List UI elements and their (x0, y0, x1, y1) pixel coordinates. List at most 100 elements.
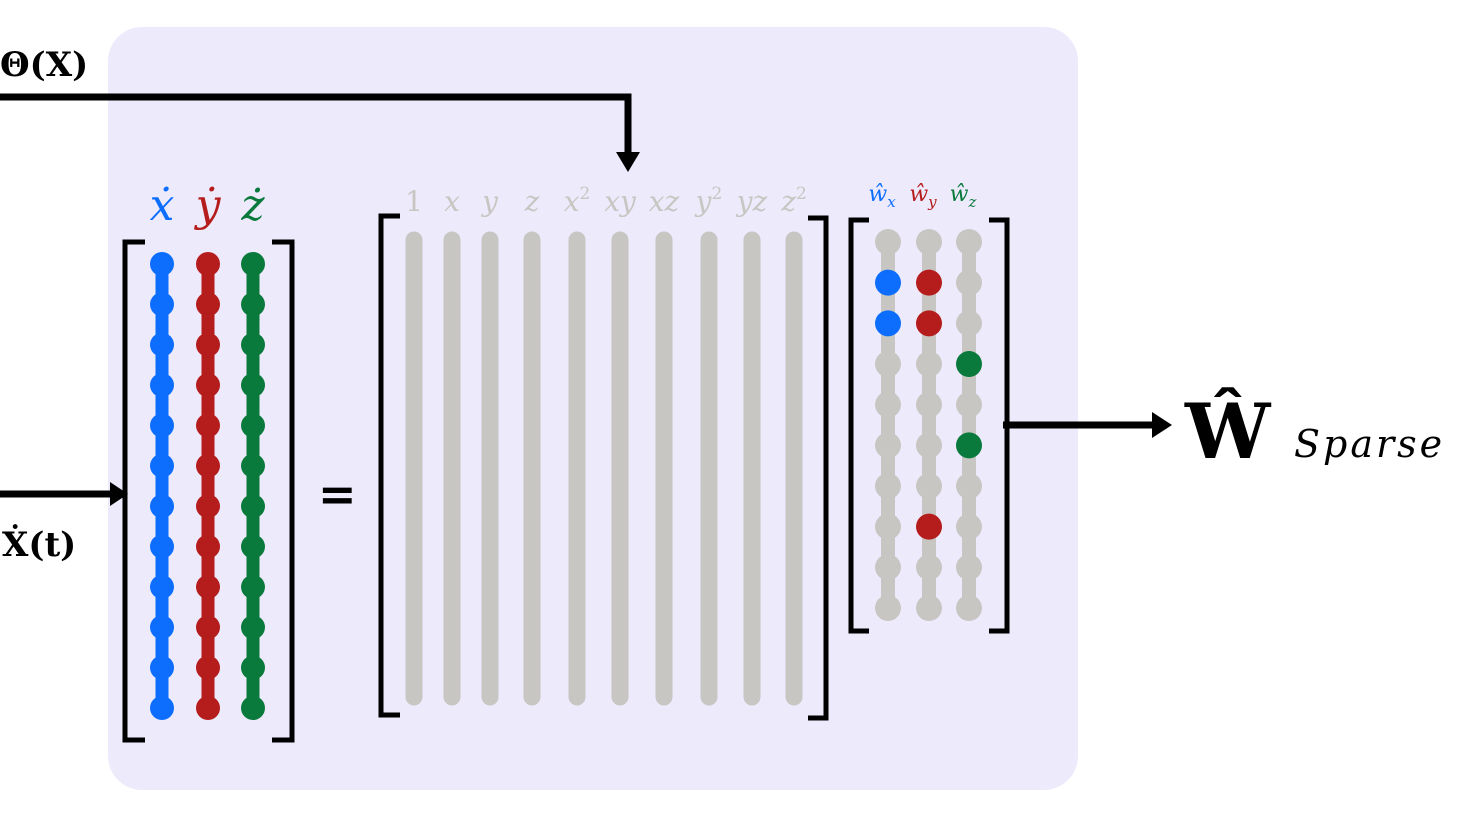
coef-zero-dot (875, 513, 901, 540)
lhs-dot (150, 252, 174, 276)
coef-zero-dot (916, 391, 942, 418)
lhs-dot (150, 534, 174, 559)
coef-zero-dot (916, 554, 942, 581)
xdot-label: Ẋ(t) (2, 524, 76, 565)
lhs-dot (196, 574, 220, 599)
coef-zero-dot (875, 351, 901, 377)
coef-zero-dot (875, 229, 901, 255)
theta-arrow-head (616, 152, 640, 172)
coef-active-dot (916, 513, 942, 540)
lhs-dot (150, 332, 174, 357)
coef-zero-dot (875, 595, 901, 621)
library-term-0: 1 (405, 185, 423, 218)
coef-zero-dot (916, 229, 942, 255)
lhs-dot (196, 413, 220, 438)
coef-header-2: ŵz (950, 182, 977, 211)
lhs-dot (241, 534, 265, 559)
coef-zero-dot (875, 391, 901, 418)
lhs-dot (241, 494, 265, 519)
lhs-header-1: ẏ (194, 180, 222, 231)
lhs-dot (196, 534, 220, 559)
coef-zero-dot (956, 229, 982, 255)
lhs-dot (241, 332, 265, 357)
lhs-left-bracket (122, 239, 145, 743)
coef-zero-dot (916, 432, 942, 459)
background-panel (108, 27, 1078, 790)
coef-zero-dot (875, 554, 901, 581)
library-term-2: y (480, 185, 499, 218)
lhs-header-0: ẋ (150, 180, 175, 231)
coef-zero-dot (916, 595, 942, 621)
lhs-dot (241, 373, 265, 398)
coef-active-dot (956, 351, 982, 377)
coef-left-bracket (848, 217, 869, 634)
lhs-dot (150, 574, 174, 599)
coef-header-1: ŵy (909, 182, 937, 211)
lhs-dot (150, 292, 174, 317)
output-arrow-head (1152, 412, 1172, 438)
library-columns (405, 231, 803, 706)
lhs-dot (196, 696, 220, 720)
library-term-7: y2 (694, 184, 723, 218)
lhs-dot (241, 453, 265, 478)
coef-zero-dot (916, 351, 942, 377)
coef-zero-dot (956, 269, 982, 296)
coef-active-dot (916, 269, 942, 296)
coef-active-dot (956, 432, 982, 459)
library-term-6: xz (649, 185, 680, 218)
library-term-9: z2 (780, 184, 807, 218)
coef-zero-dot (956, 513, 982, 540)
coef-active-dot (916, 310, 942, 337)
theta-label: Θ(X) (0, 45, 88, 85)
lhs-dot (150, 615, 174, 640)
coef-zero-dot (956, 595, 982, 621)
coef-columns (875, 229, 982, 621)
lhs-dot (150, 373, 174, 398)
coef-zero-dot (956, 473, 982, 499)
lhs-columns (150, 252, 265, 720)
equals-sign: = (318, 467, 357, 521)
lhs-dot (150, 494, 174, 519)
library-right-bracket (808, 215, 829, 721)
lhs-dot (196, 252, 220, 276)
lhs-dot (241, 413, 265, 438)
lhs-dot (241, 292, 265, 317)
coef-zero-dot (875, 473, 901, 499)
lhs-dot (241, 696, 265, 720)
library-term-8: yz (735, 185, 768, 218)
coef-zero-dot (956, 310, 982, 337)
lhs-dot (150, 413, 174, 438)
lhs-dot (241, 655, 265, 680)
theta-arrow-line (0, 93, 632, 158)
lhs-dot (196, 292, 220, 317)
w-sparse-subscript: Sparse (1294, 422, 1445, 466)
lhs-dot (150, 655, 174, 680)
lhs-dot (196, 615, 220, 640)
xdot-arrow-head (110, 482, 128, 506)
lhs-dot (241, 252, 265, 276)
lhs-dot (196, 655, 220, 680)
lhs-dot (150, 696, 174, 720)
library-left-bracket (378, 213, 400, 718)
library-term-4: x2 (564, 184, 591, 218)
lhs-dot (241, 574, 265, 599)
lhs-dot (196, 453, 220, 478)
lhs-dot (241, 615, 265, 640)
coef-zero-dot (956, 554, 982, 581)
coef-zero-dot (916, 473, 942, 499)
coef-active-dot (875, 310, 901, 337)
lhs-dot (196, 494, 220, 519)
lhs-right-bracket (272, 239, 295, 743)
library-term-3: z (524, 185, 540, 218)
lhs-dot (150, 453, 174, 478)
lhs-dot (196, 332, 220, 357)
coef-header-0: ŵx (868, 182, 896, 211)
coef-zero-dot (875, 432, 901, 459)
library-term-5: xy (604, 185, 637, 218)
w-hat-label: Ŵ (1184, 386, 1272, 476)
library-term-1: x (444, 185, 460, 218)
